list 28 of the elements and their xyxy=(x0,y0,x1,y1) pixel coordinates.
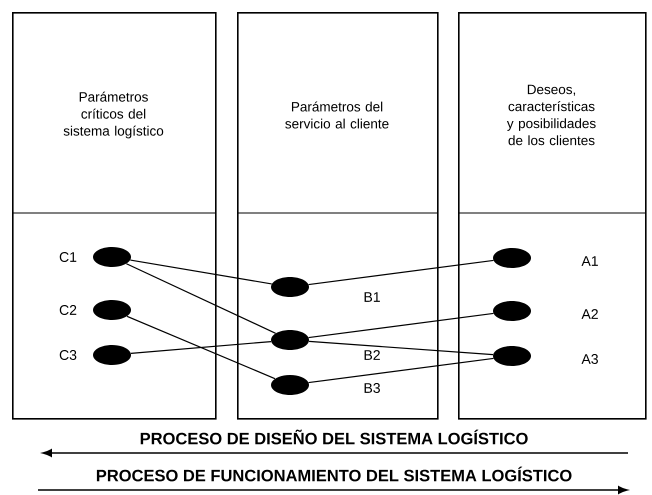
process-label: PROCESO DE FUNCIONAMIENTO DEL SISTEMA LOGÍSTICO xyxy=(96,466,572,482)
point-label: A3 xyxy=(581,354,598,364)
ellipse-dot xyxy=(93,300,131,320)
connector-line xyxy=(308,312,494,338)
ellipse-dot xyxy=(493,301,531,321)
ellipse-dot xyxy=(271,277,309,297)
point-label: C2 xyxy=(60,305,76,315)
point-label: A2 xyxy=(581,309,598,319)
ellipse-dot xyxy=(493,248,531,268)
point-label: C1 xyxy=(60,252,76,262)
connector-line xyxy=(126,263,276,334)
ellipse-dot xyxy=(271,375,309,395)
ellipse-dot xyxy=(271,330,309,350)
ellipse-dot xyxy=(93,247,131,267)
point-label: C3 xyxy=(60,350,76,360)
connector-line xyxy=(130,260,272,285)
point-label: A1 xyxy=(581,256,598,266)
point-label: B3 xyxy=(364,383,380,393)
connector-line xyxy=(126,316,276,380)
connector-line xyxy=(308,358,494,384)
connector-line xyxy=(308,260,494,286)
connector-line xyxy=(130,341,272,354)
point-label: B1 xyxy=(364,292,380,302)
ellipse-dot xyxy=(493,346,531,366)
connector-line xyxy=(308,340,494,356)
ellipse-dot xyxy=(93,345,131,365)
process-label: PROCESO DE DISEÑO DEL SISTEMA LOGÍSTICO xyxy=(140,430,528,444)
point-label: B2 xyxy=(364,350,380,360)
